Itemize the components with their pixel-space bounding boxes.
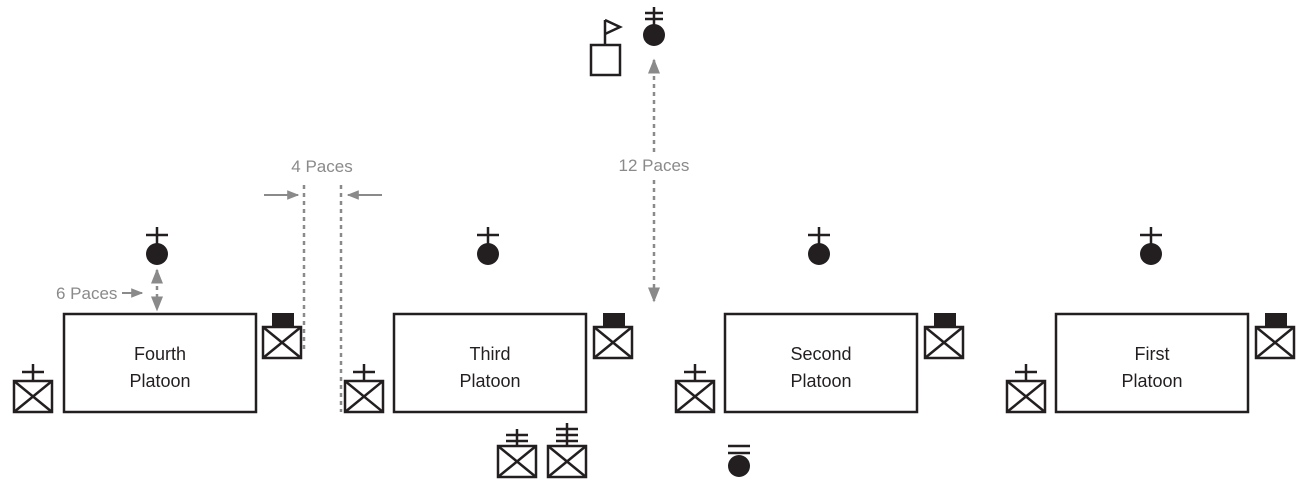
platoon-label-line2: Platoon [129, 371, 190, 391]
twelve-paces-label: 12 Paces [619, 156, 690, 175]
four-paces-label: 4 Paces [291, 157, 352, 176]
platoon-sergeant-icon [1005, 364, 1047, 414]
six-paces-label: 6 Paces [56, 284, 117, 303]
platoon-label-line2: Platoon [459, 371, 520, 391]
platoon-label-line2: Platoon [1121, 371, 1182, 391]
guide-icon [1254, 313, 1296, 360]
platoon-leader-icon [477, 227, 499, 265]
platoon-label-line1: Third [469, 344, 510, 364]
six-paces-measure: 6 Paces [56, 268, 163, 312]
company-commander-icon [643, 7, 665, 46]
guide-icon [261, 313, 303, 360]
four-paces-measure: 4 Paces [264, 157, 382, 412]
guidon-flag-icon [589, 18, 623, 77]
platoon-box [62, 312, 258, 414]
platoon-sergeant-icon [12, 364, 54, 414]
platoon-label-line1: Fourth [134, 344, 186, 364]
platoon-box [723, 312, 919, 414]
first-sergeant-icon [546, 423, 588, 479]
platoon-leader-icon [808, 227, 830, 265]
platoon-leader-icon [1140, 227, 1162, 265]
platoon-label-line1: Second [790, 344, 851, 364]
headquarters-officer-icon [728, 444, 750, 477]
guide-icon [592, 313, 634, 360]
twelve-paces-measure: 12 Paces [608, 58, 700, 303]
platoon-label-line2: Platoon [790, 371, 851, 391]
platoon-label-line1: First [1135, 344, 1170, 364]
platoon-second: Second Platoon [674, 227, 965, 414]
platoon-sergeant-icon [674, 364, 716, 414]
platoon-box [392, 312, 588, 414]
platoon-sergeant-icon [343, 364, 385, 414]
platoon-third: Third Platoon [343, 227, 634, 414]
platoon-fourth: Fourth Platoon [12, 227, 303, 414]
platoon-box [1054, 312, 1250, 414]
guide-icon [923, 313, 965, 360]
platoon-leader-icon [146, 227, 168, 265]
executive-officer-icon [496, 429, 538, 479]
platoon-first: First Platoon [1005, 227, 1296, 414]
